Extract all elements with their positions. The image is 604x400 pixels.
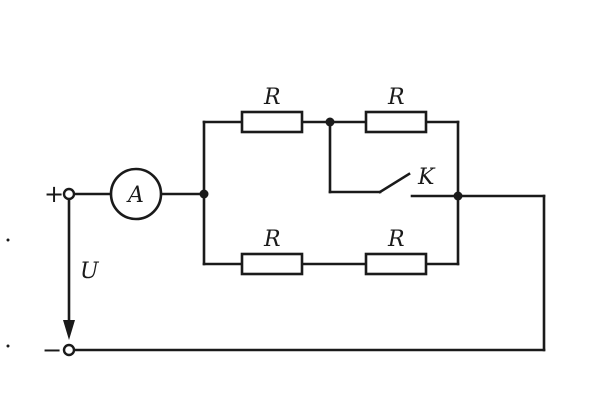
label-ammeter: A	[126, 183, 144, 208]
terminal-minus	[62, 343, 76, 357]
junction-top-middle	[325, 117, 335, 127]
resistor-top-right	[364, 110, 428, 134]
wires	[72, 120, 546, 352]
ammeter	[109, 167, 163, 221]
label-voltage-u: U	[80, 259, 100, 284]
label-plus-sign: +	[44, 180, 64, 208]
switch-blade	[378, 172, 411, 194]
stray-mark-lower	[6, 344, 10, 348]
voltage-arrow-head	[63, 320, 75, 340]
label-r-bottom-left: R	[263, 227, 281, 252]
junction-left	[199, 189, 209, 199]
label-minus-sign: −	[42, 336, 62, 364]
stray-mark-upper	[6, 238, 10, 242]
resistor-bottom-right	[364, 252, 428, 276]
junction-right	[453, 191, 463, 201]
label-switch-k: K	[417, 165, 436, 190]
label-r-bottom-right: R	[387, 227, 405, 252]
label-r-top-left: R	[263, 85, 281, 110]
label-r-top-right: R	[387, 85, 405, 110]
resistor-top-left	[240, 110, 304, 134]
terminal-plus	[62, 187, 76, 201]
resistor-bottom-left	[240, 252, 304, 276]
